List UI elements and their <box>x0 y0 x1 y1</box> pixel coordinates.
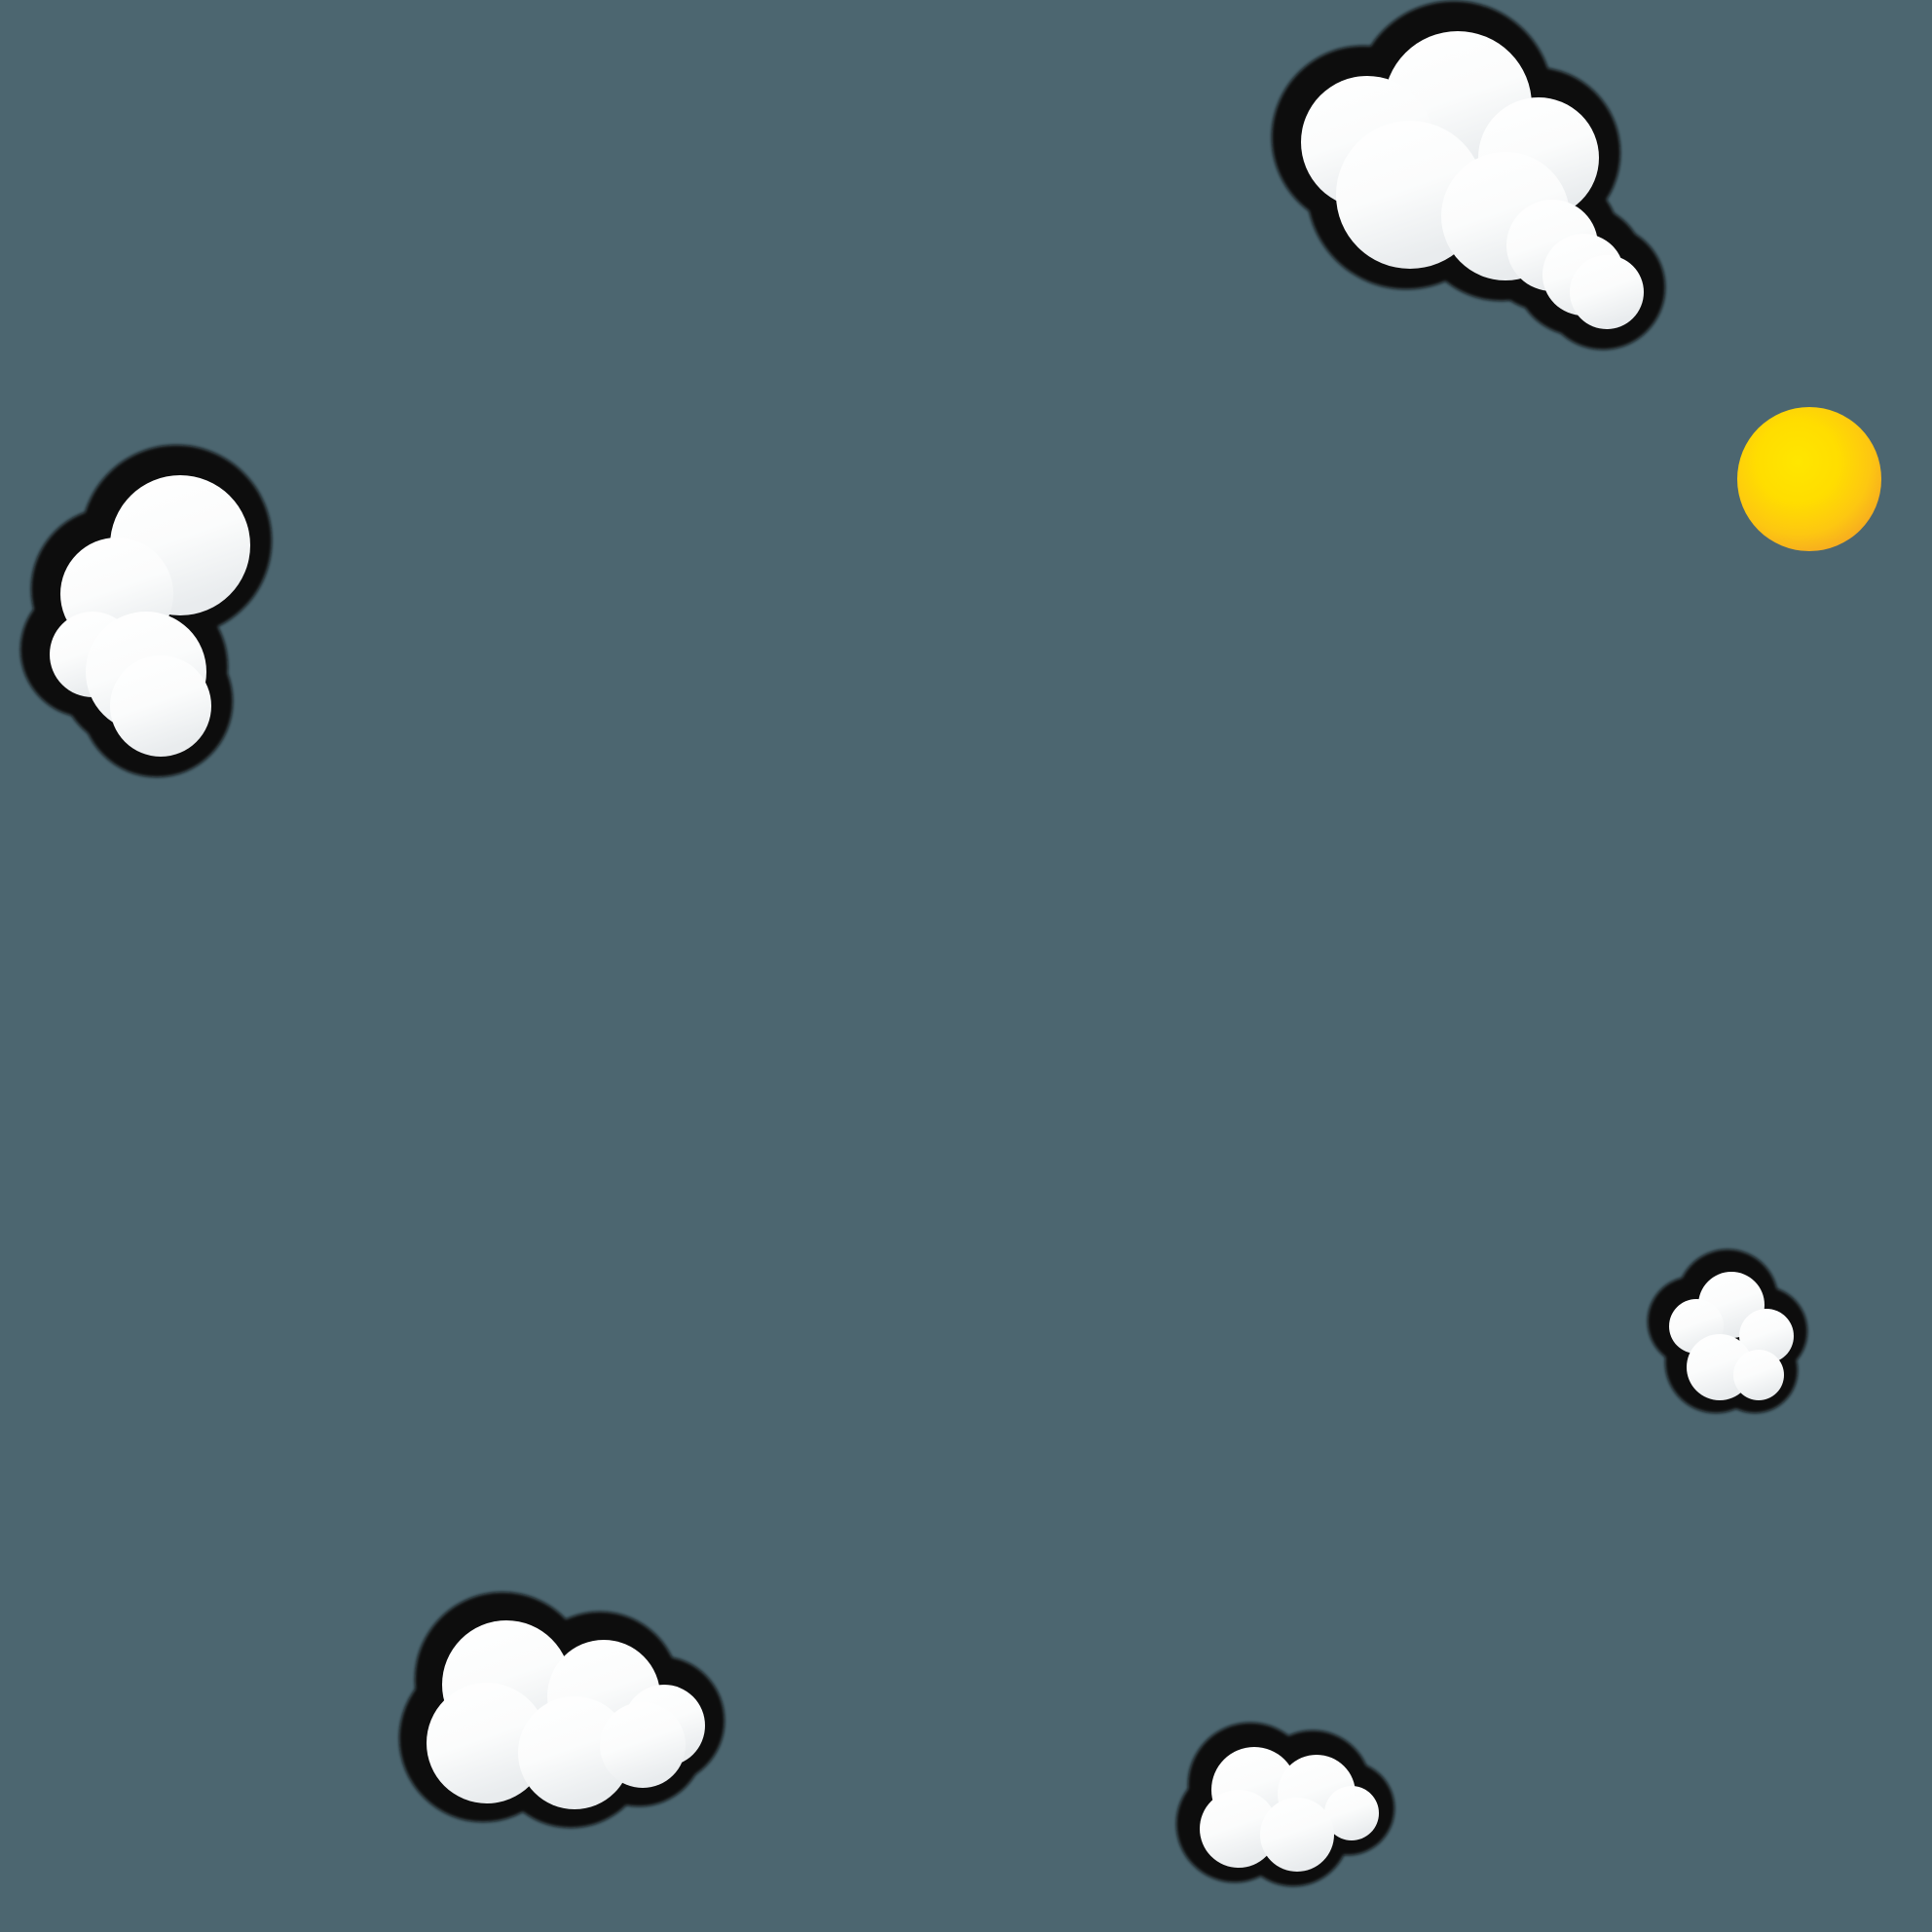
cloud-left-large: Large cloud, left side <box>20 445 272 777</box>
clouds-layer: Large cloud, upper rightLarge cloud, lef… <box>20 1 1807 1886</box>
sun-disc <box>1737 407 1881 551</box>
cloud-puff <box>1739 1309 1794 1363</box>
cloud-left-large-body <box>50 475 250 757</box>
cloud-puff <box>518 1696 631 1809</box>
cloud-bottom-center-body <box>1200 1747 1379 1872</box>
cloud-puff <box>1324 1786 1379 1840</box>
cloud-puff <box>600 1702 686 1788</box>
cloud-right-small-body <box>1669 1272 1794 1400</box>
cloud-top-right-large: Large cloud, upper right <box>1272 1 1665 350</box>
cloud-puff <box>110 655 211 757</box>
cloud-top-right-large-body <box>1301 31 1644 329</box>
cloud-puff <box>1733 1350 1784 1400</box>
cloud-bottom-left-body <box>427 1620 705 1809</box>
cloud-puff <box>1200 1790 1278 1868</box>
cloud-bottom-center: Small wide cloud, lower center <box>1176 1723 1394 1886</box>
cloud-right-small: Small cloud, right side <box>1648 1249 1807 1413</box>
cloud-puff <box>427 1683 547 1803</box>
cloud-bottom-left: Wide cloud, lower left <box>399 1592 724 1828</box>
cloud-puff <box>1570 255 1644 329</box>
cloud-puff <box>1260 1798 1334 1872</box>
sun: Sun <box>1737 407 1881 551</box>
